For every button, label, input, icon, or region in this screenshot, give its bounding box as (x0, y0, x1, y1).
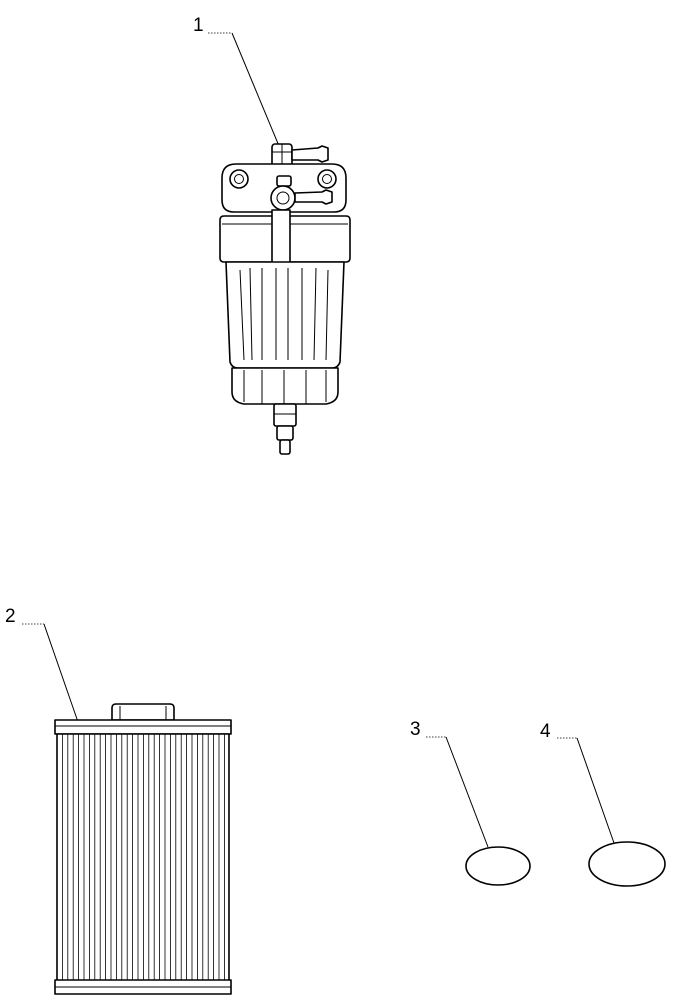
callout-4-leader-line (576, 737, 615, 844)
callout-4: 4 (540, 721, 615, 844)
callout-1: 1 (193, 15, 280, 147)
callout-1-number[interactable]: 1 (193, 15, 204, 36)
fuel-filter-assembly[interactable] (219, 143, 351, 455)
callout-4-number[interactable]: 4 (540, 721, 551, 742)
callout-3: 3 (410, 719, 489, 848)
callout-3-leader-line (445, 736, 489, 848)
callout-2-number[interactable]: 2 (5, 606, 16, 627)
seal-ring-3[interactable] (465, 846, 531, 886)
filter-cartridge[interactable] (54, 703, 232, 995)
callout-1-leader-line (231, 32, 280, 147)
filter-pleats (62, 734, 225, 980)
seal-ring-4[interactable] (588, 841, 666, 887)
callout-3-number[interactable]: 3 (410, 719, 421, 740)
callout-2-leader-line (43, 623, 79, 723)
callout-2: 2 (5, 606, 79, 723)
